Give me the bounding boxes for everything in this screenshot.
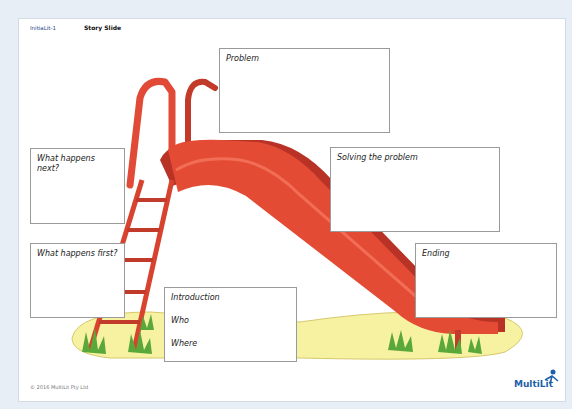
box-heading: Problem [226, 54, 383, 64]
story-box: IntroductionWhoWhere [164, 287, 297, 362]
series-code: InitiaLit-1 [30, 25, 56, 31]
box-heading: Ending [422, 249, 550, 259]
ladder-rung [136, 198, 167, 202]
story-box: Problem [219, 48, 390, 133]
story-box: Solving the problem [330, 147, 500, 232]
box-heading: What happens next? [37, 154, 118, 174]
story-box: What happens next? [30, 148, 125, 224]
ladder-rung [99, 320, 140, 324]
ladder-rung [127, 228, 160, 232]
story-box: Ending [415, 243, 557, 318]
copyright-note: © 2016 MultiLit Pty Ltd [30, 384, 88, 390]
box-prompt: Where [171, 339, 290, 349]
slide-title: Story Slide [84, 24, 121, 31]
box-heading: What happens first? [37, 249, 118, 259]
box-prompt: Who [171, 316, 290, 326]
story-box: What happens first? [30, 243, 125, 318]
box-heading: Introduction [171, 293, 290, 303]
brand-logo: MultiLit [514, 379, 553, 389]
box-heading: Solving the problem [337, 153, 493, 163]
